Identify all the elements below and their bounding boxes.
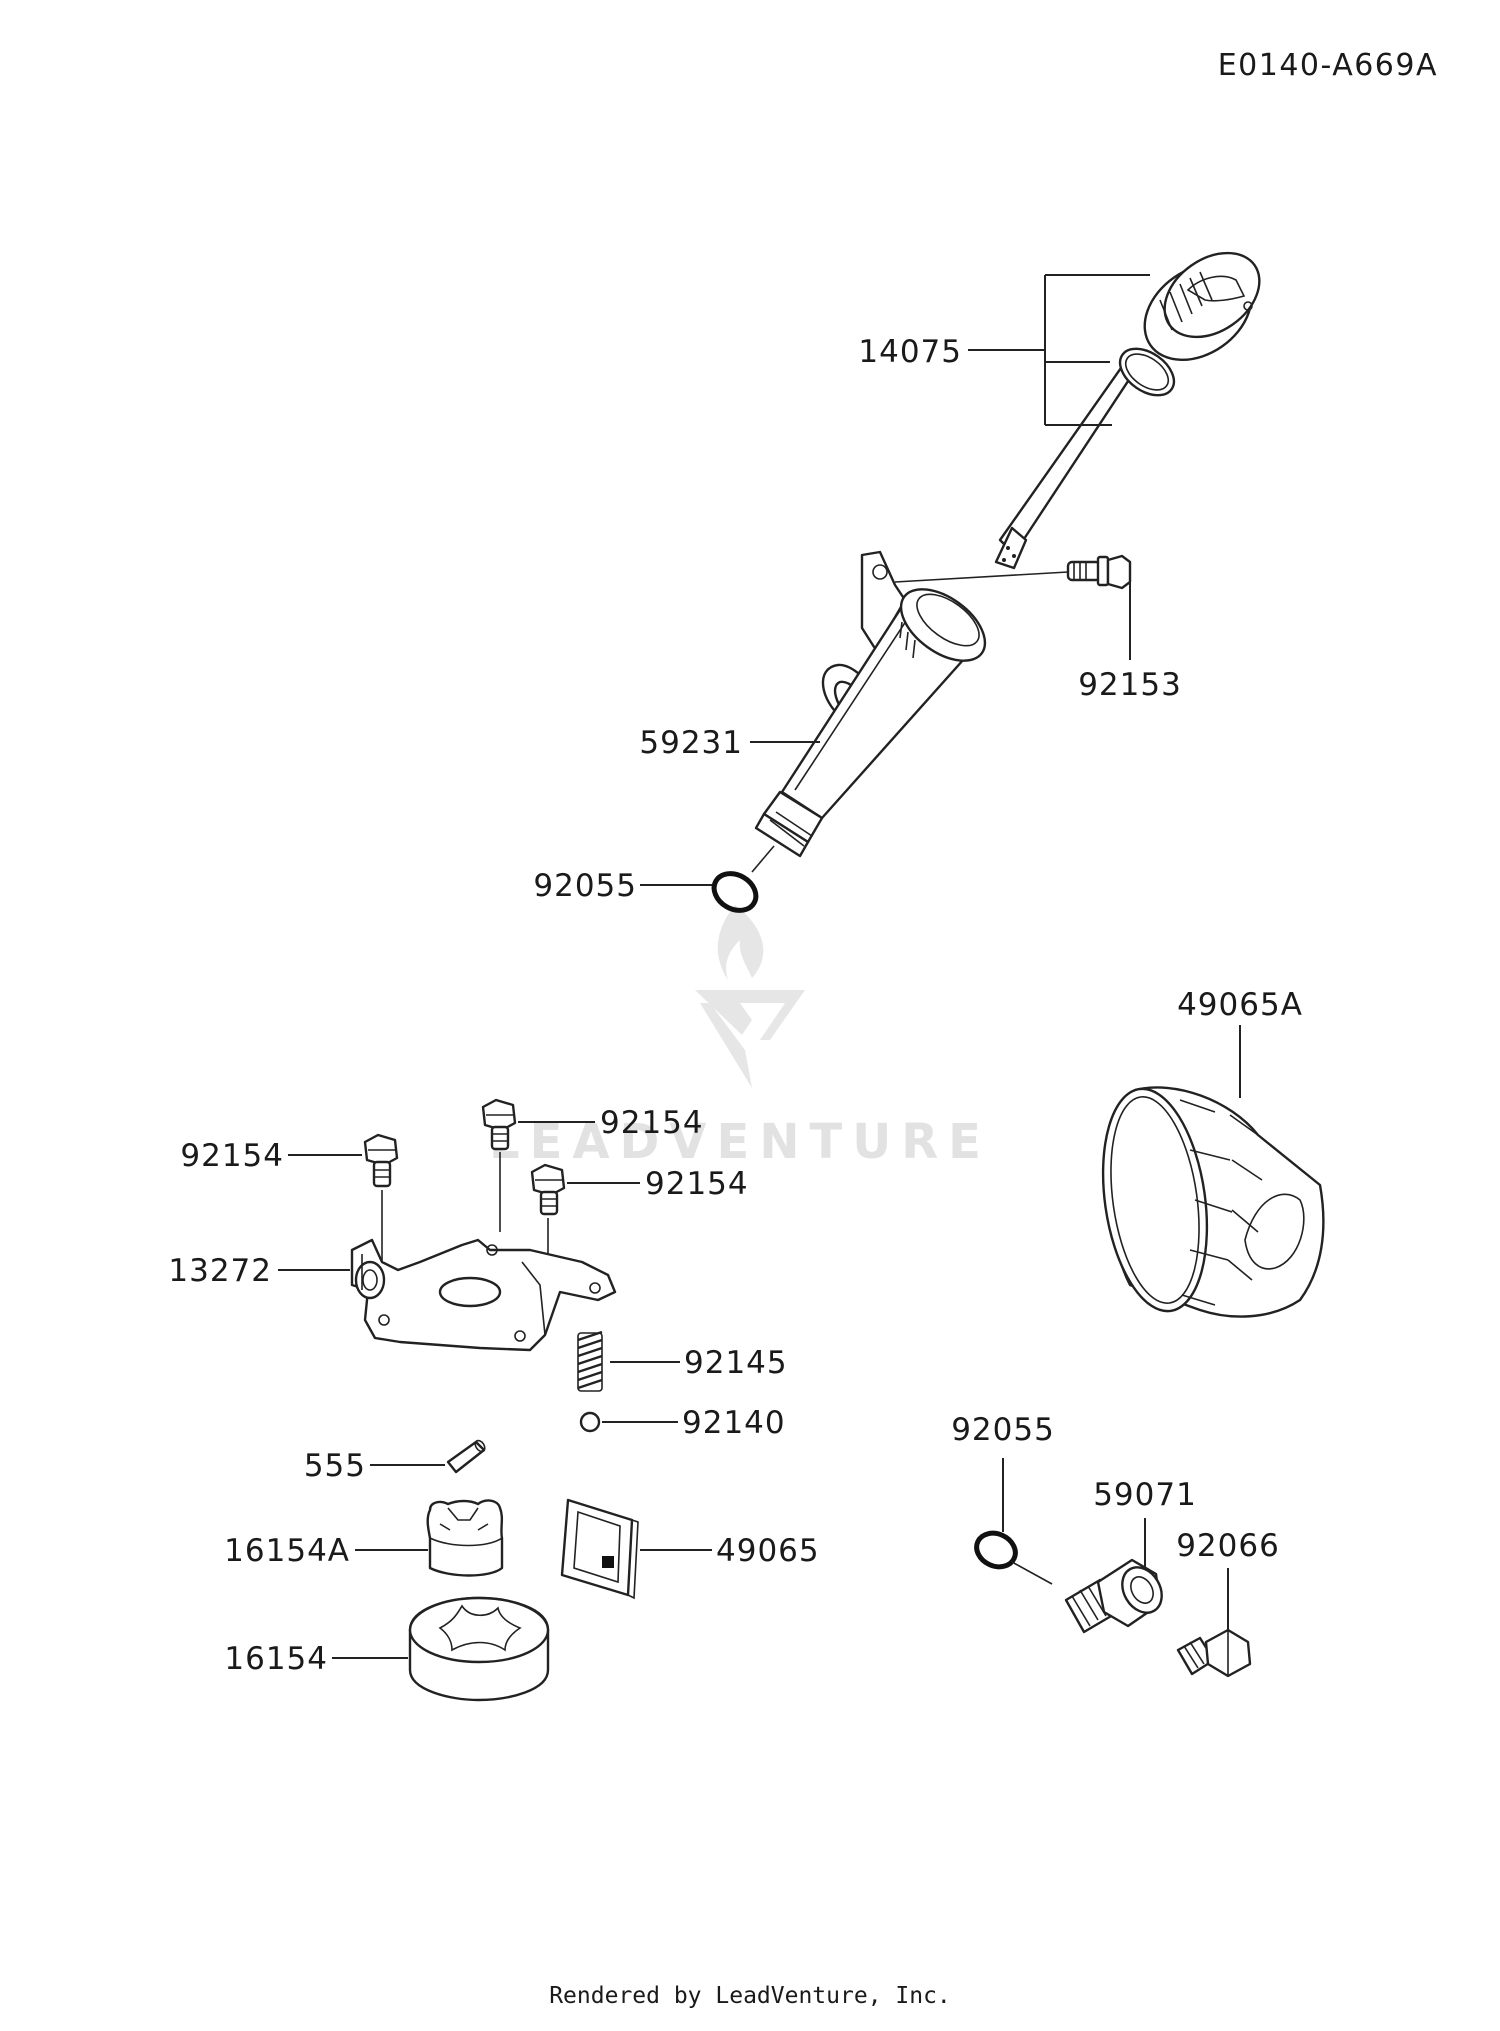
label-bolt-middle: 92154 — [600, 1105, 704, 1141]
fitting-part[interactable] — [1064, 1558, 1170, 1634]
leader-oil-gauge — [968, 274, 1150, 426]
leadventure-watermark-logo — [695, 905, 805, 1088]
outer-rotor-part[interactable] — [408, 1596, 550, 1702]
spring-part[interactable] — [577, 1330, 603, 1392]
drain-plug-part[interactable] — [1176, 1628, 1252, 1678]
label-bolt-right: 92154 — [645, 1166, 749, 1202]
label-flanged-bolt: 92153 — [1078, 667, 1182, 703]
inner-rotor-part[interactable] — [426, 1499, 504, 1577]
label-inner-rotor: 16154A — [224, 1533, 350, 1569]
screen-filter-part[interactable] — [560, 1498, 639, 1600]
bolt-left-part[interactable] — [363, 1133, 399, 1188]
o-ring-lower-part[interactable] — [971, 1527, 1021, 1573]
assembly-line-o-ring-upper — [751, 845, 775, 873]
label-outer-rotor: 16154 — [224, 1641, 328, 1677]
label-ball: 92140 — [682, 1405, 786, 1441]
pin-part[interactable] — [446, 1439, 487, 1474]
watermark-text: LEADVENTURE — [489, 1114, 991, 1170]
label-spring: 92145 — [684, 1345, 788, 1381]
diagram-code: E0140-A669A — [1218, 48, 1438, 83]
label-drain-plug: 92066 — [1176, 1528, 1280, 1564]
label-fitting: 59071 — [1093, 1477, 1197, 1513]
label-oil-filler-pipe: 59231 — [639, 725, 743, 761]
label-o-ring-upper: 92055 — [533, 868, 637, 904]
assembly-line-bolt — [894, 571, 1069, 583]
label-oil-gauge: 14075 — [858, 334, 962, 370]
bolt-right-part[interactable] — [530, 1163, 566, 1216]
assembly-line-o-ring-lower — [1011, 1561, 1053, 1585]
o-ring-upper-part[interactable] — [707, 866, 762, 917]
oil-filler-pipe-part[interactable] — [754, 550, 998, 858]
oil-gauge-part[interactable] — [994, 236, 1275, 570]
label-pin: 555 — [304, 1448, 366, 1484]
label-o-ring-lower: 92055 — [951, 1412, 1055, 1448]
label-bolt-left: 92154 — [180, 1138, 284, 1174]
oil-filter-part[interactable] — [1090, 1082, 1325, 1318]
label-screen-filter: 49065 — [716, 1533, 820, 1569]
label-cover-plate: 13272 — [168, 1253, 272, 1289]
bolt-middle-part[interactable] — [481, 1098, 517, 1151]
footer-credit: Rendered by LeadVenture, Inc. — [549, 1983, 951, 2009]
label-oil-filter: 49065A — [1177, 987, 1303, 1023]
ball-part[interactable] — [579, 1411, 601, 1433]
cover-plate-part[interactable] — [350, 1238, 617, 1352]
flanged-bolt-part[interactable] — [1066, 554, 1132, 590]
